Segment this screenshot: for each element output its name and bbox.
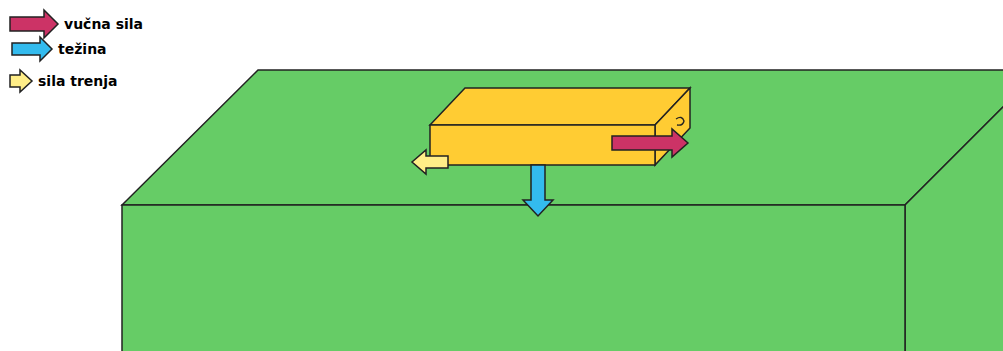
legend-label: težina (58, 41, 107, 57)
block-top (430, 88, 690, 125)
friction-force-arrow (412, 150, 448, 174)
weight-arrow (523, 165, 553, 216)
legend-label: sila trenja (38, 73, 118, 89)
legend-label: vučna sila (64, 16, 143, 32)
pull-force-legend-arrow (10, 10, 58, 38)
friction-legend-arrow (10, 70, 32, 92)
block-hook (676, 117, 684, 125)
table-side (905, 107, 1003, 351)
pull-force-arrow (612, 129, 688, 157)
table-top (122, 70, 1003, 205)
table-front (122, 205, 905, 351)
weight-legend-arrow (12, 37, 52, 61)
